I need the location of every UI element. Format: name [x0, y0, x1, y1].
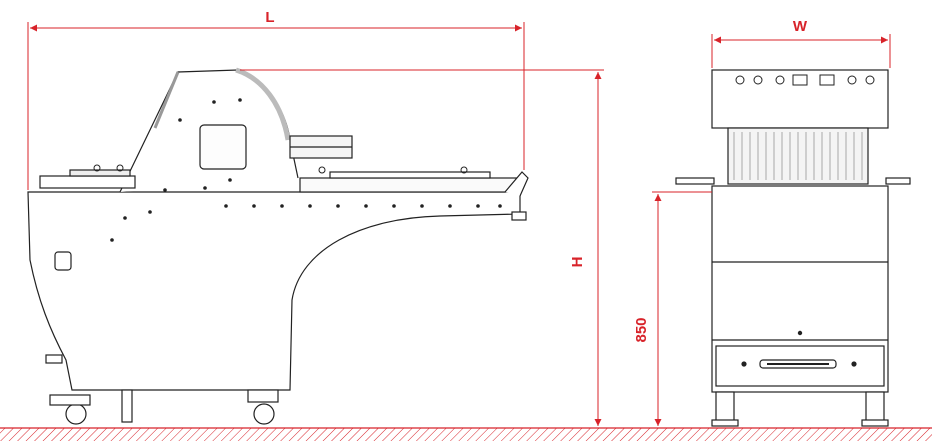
- width-label: W: [793, 18, 808, 35]
- side-view: [27, 67, 529, 425]
- table-height-label: 850: [633, 317, 650, 342]
- front-tray-right: [885, 177, 911, 185]
- front-view: [675, 69, 911, 427]
- side-caster-rear: [65, 403, 87, 425]
- length-label: L: [265, 9, 274, 26]
- side-knobs: [93, 164, 468, 174]
- side-switch: [54, 251, 72, 271]
- side-caster-front: [253, 403, 275, 425]
- dimension-lines: [27, 22, 891, 426]
- ground: [0, 427, 932, 441]
- side-table: [299, 177, 521, 193]
- front-tray-left: [675, 177, 715, 185]
- side-panel: [199, 124, 247, 170]
- height-label: H: [569, 257, 586, 268]
- side-rivets: [110, 98, 502, 242]
- front-controls: [735, 74, 875, 86]
- front-control-panel: [711, 69, 889, 129]
- side-body: [27, 191, 521, 391]
